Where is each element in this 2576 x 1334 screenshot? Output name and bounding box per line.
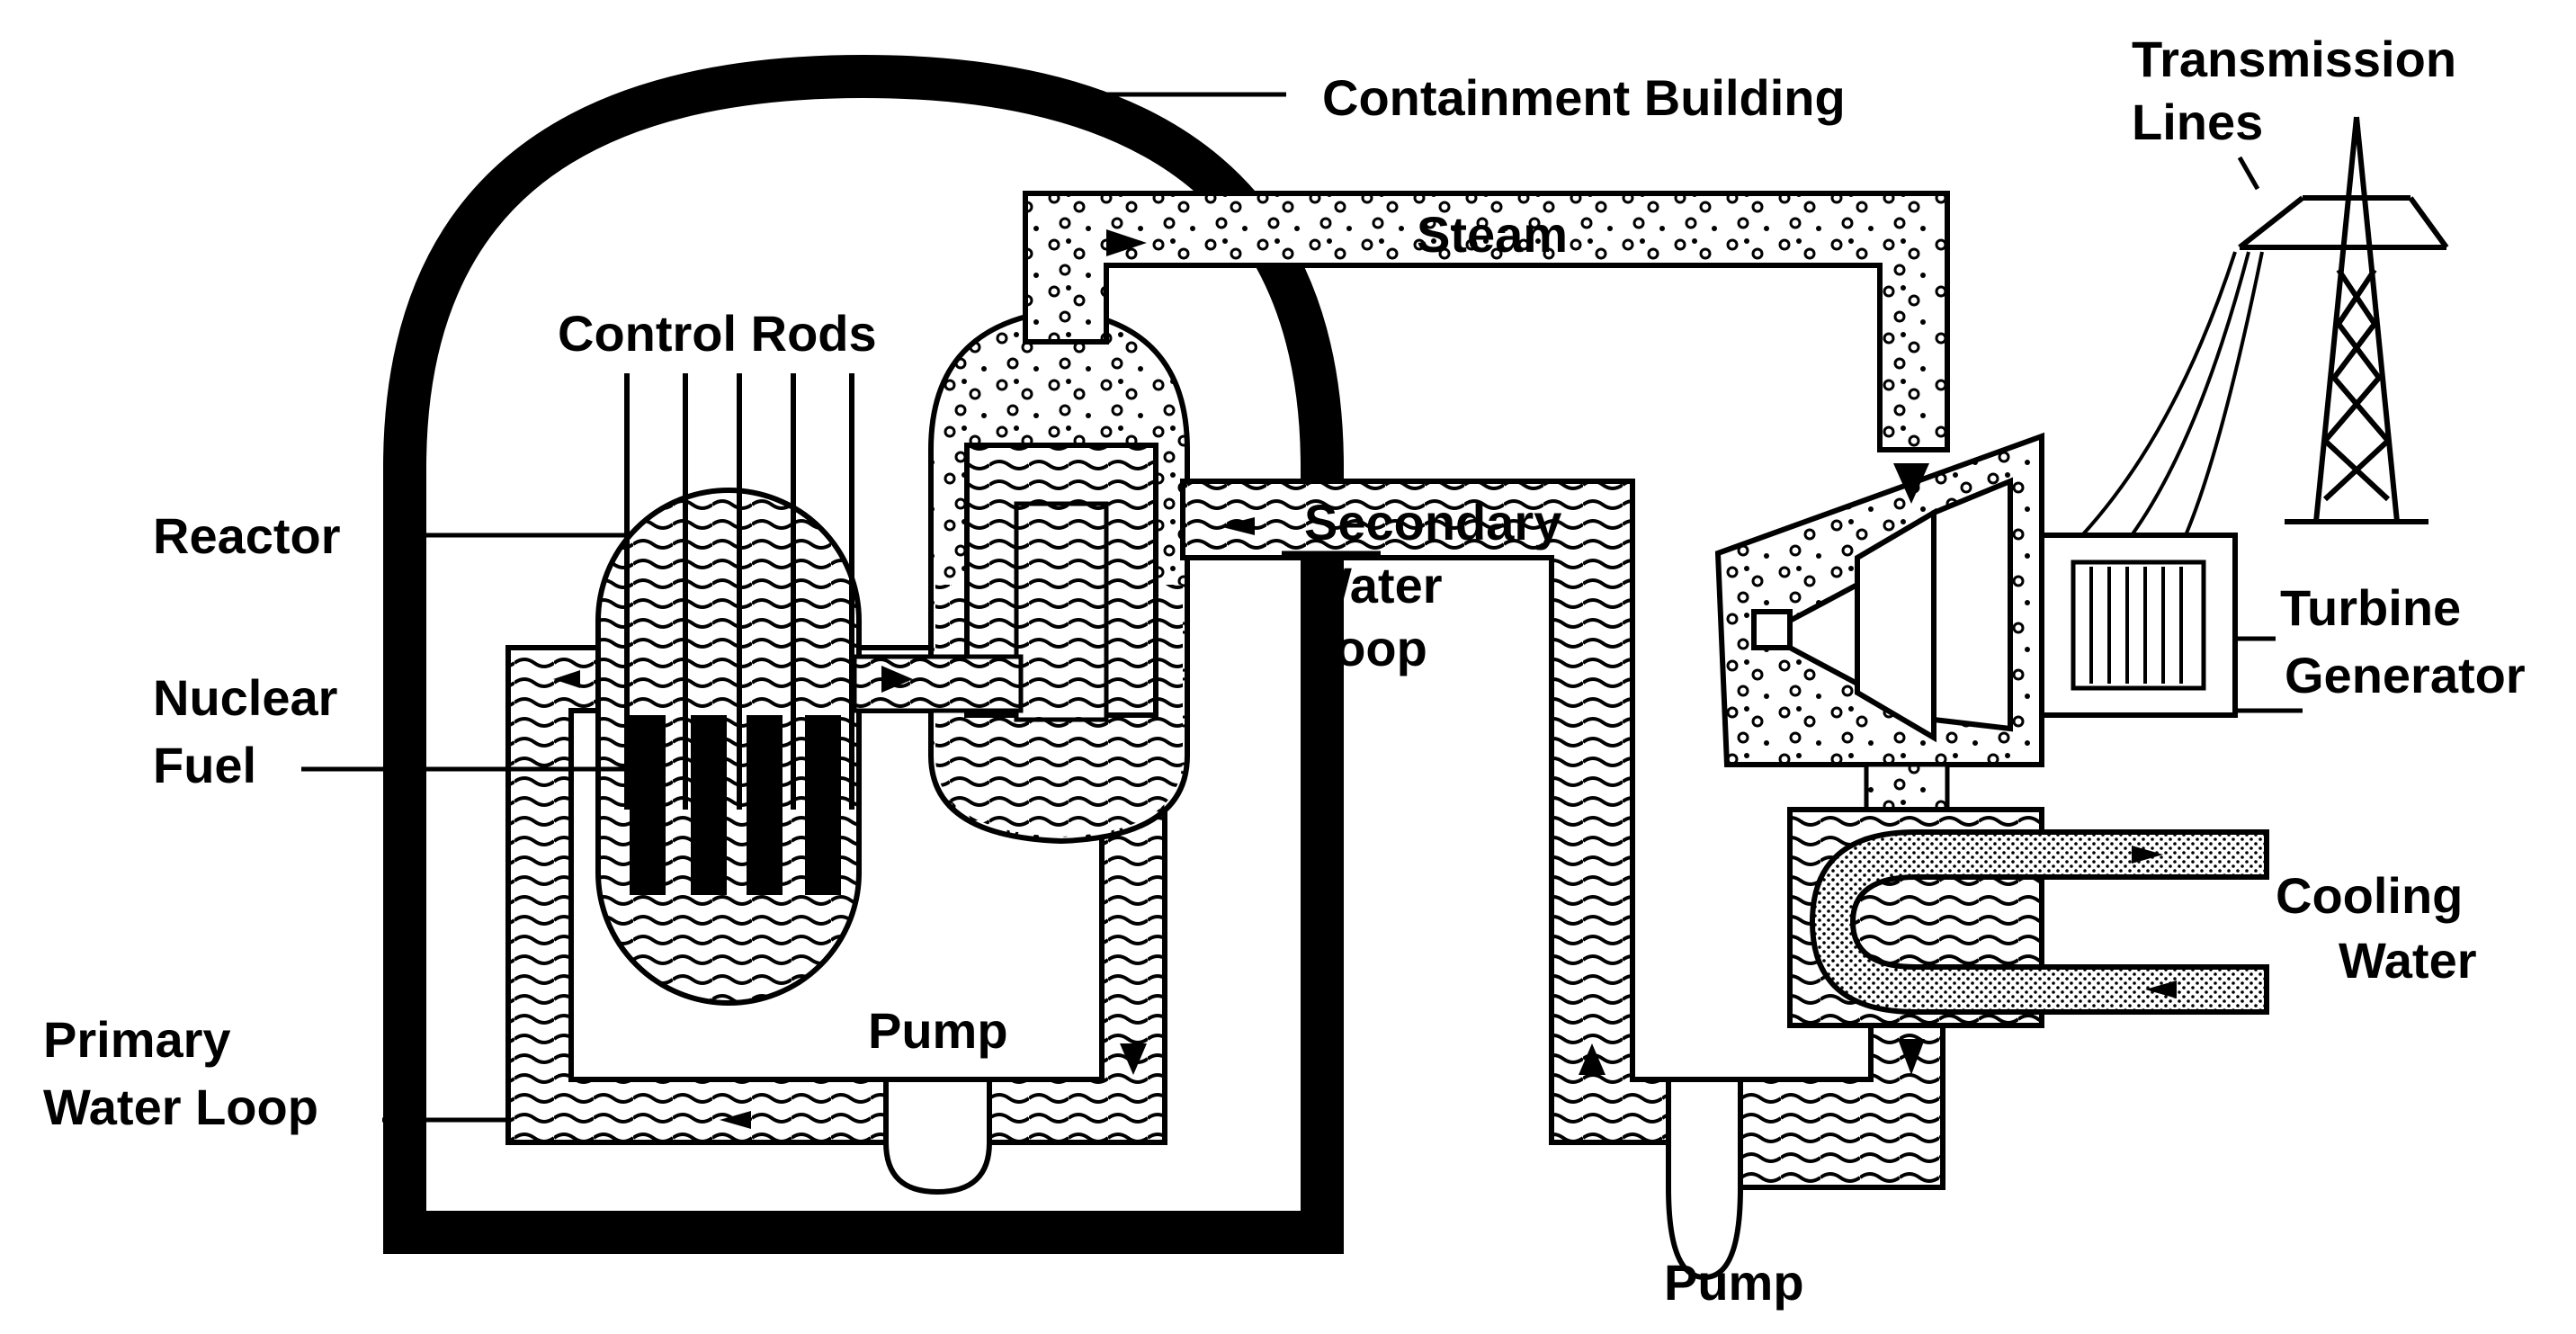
label-steam: Steam [1417, 206, 1568, 263]
steam-generator [928, 307, 1190, 845]
turbine-exhaust [1864, 762, 1950, 812]
label-nuclear-fuel: Nuclear Fuel [153, 669, 352, 793]
transmission-tower [2238, 116, 2449, 524]
label-transmission-lines: Transmission Lines [2132, 31, 2471, 150]
nuclear-fuel [630, 715, 841, 895]
generator [2039, 533, 2238, 718]
hot-leg-pipe [852, 654, 1024, 713]
containment-building [383, 54, 1344, 1254]
flow-arrows [553, 229, 2177, 1129]
label-containment-building: Containment Building [1322, 69, 1846, 126]
secondary-pump [1666, 1077, 1743, 1281]
turbine-blades [1751, 477, 2013, 743]
cooling-water-tube [1809, 829, 2269, 1015]
control-rods [624, 373, 854, 810]
label-turbine-generator: Turbine Generator [2280, 579, 2526, 703]
label-pump-secondary: Pump [1664, 1254, 1804, 1311]
label-primary-water-loop: Primary Water Loop [43, 1011, 318, 1135]
label-reactor: Reactor [153, 507, 341, 564]
label-control-rods: Control Rods [558, 305, 877, 362]
label-cooling-water: Cooling Water [2276, 867, 2477, 989]
transmission-wires [2080, 251, 2264, 537]
steam-line [1023, 191, 1950, 452]
label-secondary-water-loop: Secondary Water Loop [1304, 494, 1576, 676]
leader-lines [301, 156, 2303, 1123]
primary-pump [883, 1077, 992, 1195]
label-pump-primary: Pump [868, 1002, 1008, 1059]
